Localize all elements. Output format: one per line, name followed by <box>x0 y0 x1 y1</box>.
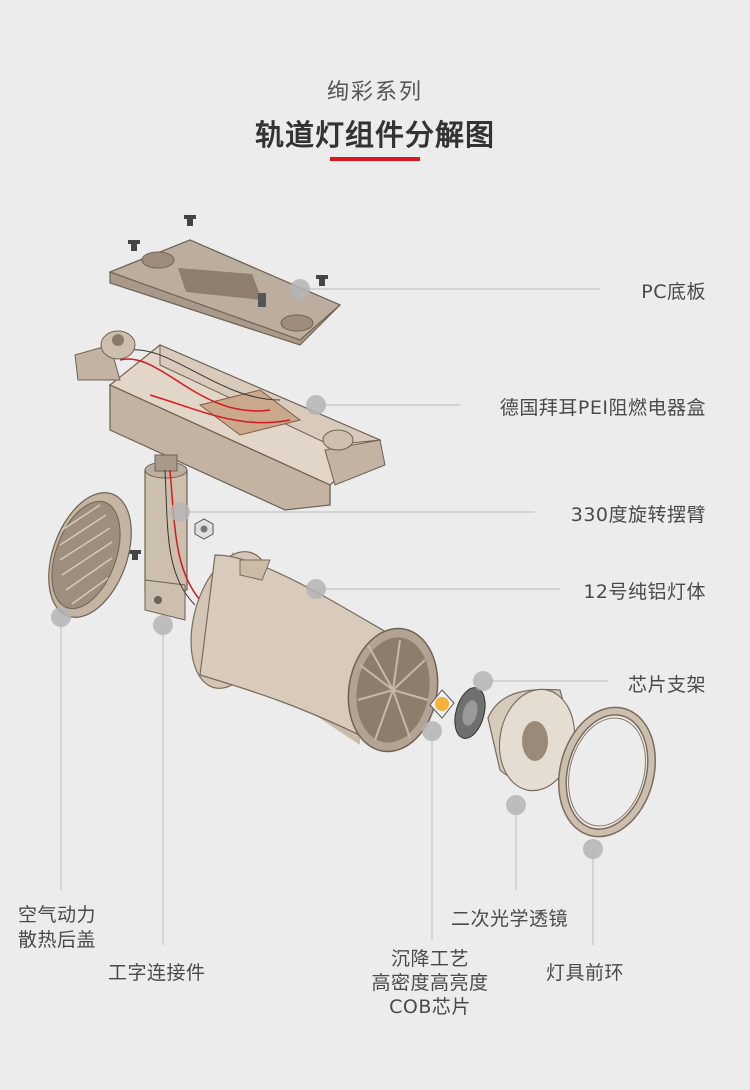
label-lamp-body: 12号纯铝灯体 <box>583 581 706 603</box>
label-cob-line2: 高密度高亮度 <box>371 972 489 994</box>
label-cob-chip: 沉降工艺 高密度高亮度 COB芯片 <box>345 947 515 1019</box>
chip-holder <box>454 687 486 739</box>
label-swivel-arm: 330度旋转摆臂 <box>570 504 706 526</box>
callout-markers <box>51 279 603 859</box>
page-title: 轨道灯组件分解图 <box>254 118 495 152</box>
label-cob-line3: COB芯片 <box>389 996 471 1018</box>
rear-cover <box>48 492 132 618</box>
label-chip-holder: 芯片支架 <box>627 674 706 696</box>
leader-lines <box>60 288 608 945</box>
screws <box>128 215 328 560</box>
series-subtitle: 绚彩系列 <box>326 80 423 105</box>
label-rear-cover-line2: 散热后盖 <box>18 929 97 951</box>
label-pc-base: PC底板 <box>641 281 706 303</box>
pc-base-plate <box>108 239 342 346</box>
lamp-body <box>190 551 439 753</box>
optical-lens <box>487 688 576 792</box>
swivel-arm <box>144 454 201 621</box>
label-optics: 二次光学透镜 <box>451 908 569 930</box>
label-front-ring: 灯具前环 <box>546 962 625 984</box>
title-underline <box>330 157 420 161</box>
label-rear-cover-line1: 空气动力 <box>18 904 97 926</box>
label-connector: 工字连接件 <box>108 962 206 984</box>
label-pei-box: 德国拜耳PEI阻燃电器盒 <box>499 397 706 419</box>
electrical-box <box>74 330 386 511</box>
cob-chip <box>429 689 455 719</box>
label-cob-line1: 沉降工艺 <box>390 948 469 970</box>
nut <box>194 518 214 540</box>
front-ring <box>557 706 657 838</box>
label-rear-cover: 空气动力 散热后盖 <box>18 903 96 953</box>
